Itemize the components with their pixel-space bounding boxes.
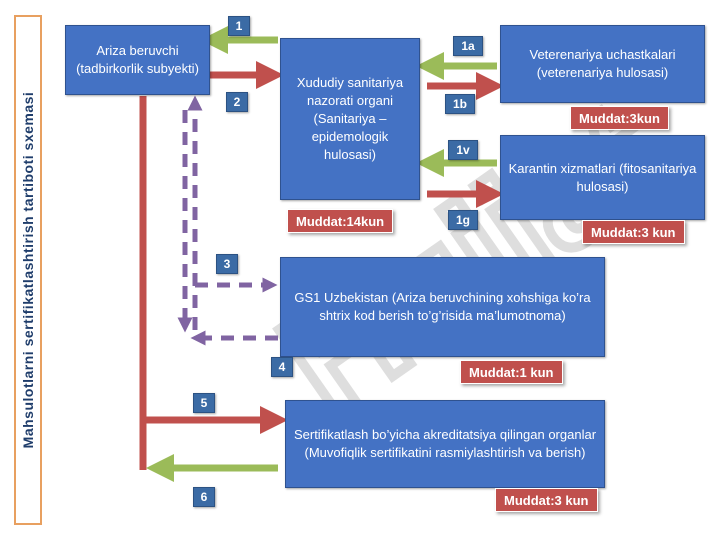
- deadline-gs1: Muddat:1 kun: [460, 360, 563, 384]
- deadline-certification: Muddat:3 kun: [495, 488, 598, 512]
- gs1-box: GS1 Uzbekistan (Ariza beruvchining xohsh…: [280, 257, 605, 357]
- veterinary-label: Veterenariya uchastkalari (veterenariya …: [529, 47, 676, 80]
- step-badge-4: 4: [271, 357, 293, 377]
- deadline-quarantine: Muddat:3 kun: [582, 220, 685, 244]
- step-badge-1: 1: [228, 16, 250, 36]
- deadline-veterinary: Muddat:3kun: [570, 106, 669, 130]
- step-badge-5: 5: [193, 393, 215, 413]
- sanitary-box: Xududiy sanitariya nazorati organi (Sani…: [280, 38, 420, 200]
- quarantine-label: Karantin xizmatlari (fitosanitariya hulo…: [508, 160, 697, 194]
- veterinary-box: Veterenariya uchastkalari (veterenariya …: [500, 25, 705, 103]
- gs1-label: GS1 Uzbekistan (Ariza beruvchining xohsh…: [294, 290, 591, 323]
- step-badge-3: 3: [216, 254, 238, 274]
- step-badge-1v: 1v: [448, 140, 478, 160]
- applicant-box: Ariza beruvchi (tadbirkorlik subyekti): [65, 25, 210, 95]
- quarantine-box: Karantin xizmatlari (fitosanitariya hulo…: [500, 135, 705, 220]
- sidebar-frame: [14, 15, 42, 525]
- applicant-label: Ariza beruvchi (tadbirkorlik subyekti): [76, 43, 199, 76]
- step-badge-6: 6: [193, 487, 215, 507]
- step-badge-2: 2: [226, 92, 248, 112]
- deadline-sanitary: Muddat:14kun: [287, 209, 394, 233]
- certification-label: Sertifikatlash bo’yicha akreditatsiya qi…: [293, 427, 597, 460]
- step-badge-1a: 1a: [453, 36, 483, 56]
- step-badge-1g: 1g: [448, 210, 478, 230]
- certification-box: Sertifikatlash bo’yicha akreditatsiya qi…: [285, 400, 605, 488]
- sanitary-label: Xududiy sanitariya nazorati organi (Sani…: [296, 75, 404, 162]
- step-badge-1b: 1b: [445, 94, 475, 114]
